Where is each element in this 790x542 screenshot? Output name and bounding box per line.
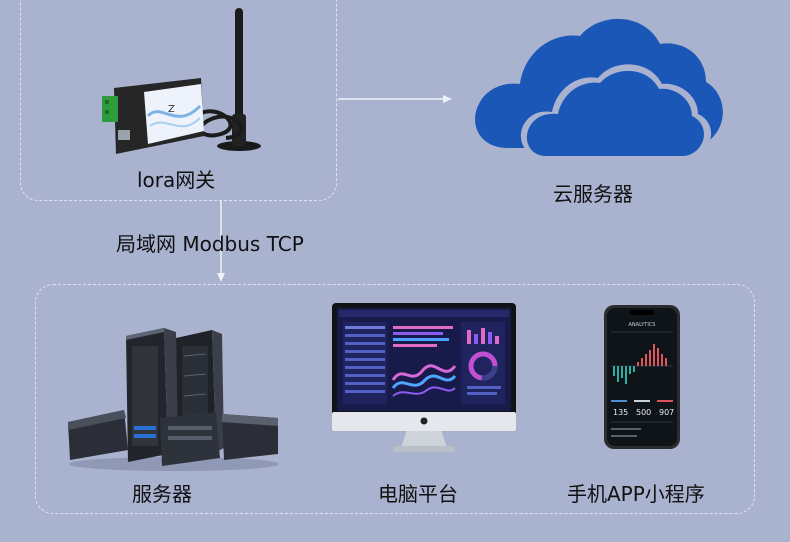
gateway-label: lora网关 [137,168,216,192]
arrow-gateway-to-devices [217,200,225,282]
phone-app-label: 手机APP小程序 [567,482,705,506]
cloud-icon [475,18,723,156]
desktop-monitor-icon [332,303,516,452]
lora-gateway-icon: Z [102,8,261,154]
phone-stat-2: 500 [636,408,651,417]
server-icon [68,328,279,471]
phone-bars [613,344,667,384]
cloud-server-label: 云服务器 [553,182,633,206]
phone-screen-title: ANALYTICS [629,322,656,328]
gateway-group-box [20,0,337,201]
arrow-gateway-to-cloud [338,95,452,103]
phone-stat-3: 907 [659,408,674,417]
phone-stat-1: 135 [613,408,628,417]
pc-platform-label: 电脑平台 [378,482,458,506]
connection-label: 局域网 Modbus TCP [116,232,304,256]
svg-text:Z: Z [168,104,175,115]
smartphone-icon: ANALYTICS 135 500 907 [604,305,680,449]
devices-group-box [35,284,755,514]
server-label: 服务器 [132,482,192,506]
